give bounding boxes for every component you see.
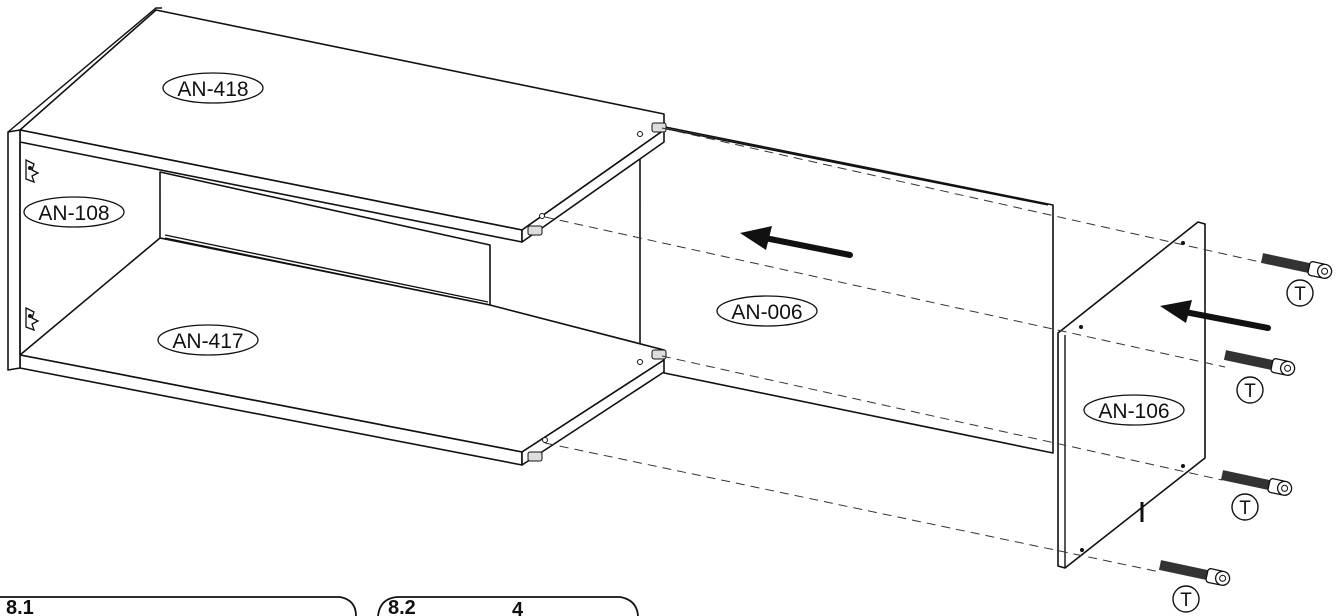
svg-text:4: 4: [512, 599, 524, 616]
svg-text:AN-418: AN-418: [177, 78, 248, 101]
fastener-label: T: [1172, 585, 1200, 613]
part-label-left-side: AN-108: [23, 196, 125, 228]
svg-text:AN-006: AN-006: [731, 301, 802, 324]
svg-text:T: T: [1180, 590, 1192, 611]
svg-text:8.1: 8.1: [6, 597, 34, 616]
svg-text:T: T: [1244, 381, 1256, 402]
fastener-label: T: [1236, 376, 1264, 404]
svg-text:T: T: [1239, 498, 1251, 519]
svg-text:AN-417: AN-417: [172, 330, 243, 353]
alignment-lines: [544, 127, 1261, 573]
cam-bolt-icon: [1223, 350, 1296, 376]
part-label-back: AN-006: [716, 295, 818, 327]
svg-text:AN-106: AN-106: [1098, 400, 1169, 423]
part-label-right-side: AN-106: [1083, 394, 1185, 426]
hinge-icon: [25, 306, 40, 332]
svg-text:AN-108: AN-108: [38, 202, 109, 225]
dowel-icon: [527, 122, 667, 462]
fastener-label: T: [1231, 493, 1259, 521]
svg-text:8.2: 8.2: [388, 597, 416, 616]
hinge-icon: [25, 158, 40, 184]
fastener-label: T: [1286, 279, 1314, 307]
carcass: [7, 7, 665, 466]
cam-bolt-icon: [1158, 560, 1231, 586]
svg-text:T: T: [1294, 284, 1306, 305]
part-label-top: AN-418: [162, 72, 264, 104]
cam-bolt-icon: [1260, 253, 1333, 279]
back-panel: [639, 124, 1054, 454]
part-label-bottom: AN-417: [157, 324, 259, 356]
step-box-a: 8.1: [0, 596, 357, 616]
step-box-b: 8.2 4: [377, 596, 639, 616]
arrow-icon: [1160, 300, 1271, 331]
cam-bolt-icon: [1220, 470, 1293, 496]
arrow-icon: [740, 226, 853, 258]
